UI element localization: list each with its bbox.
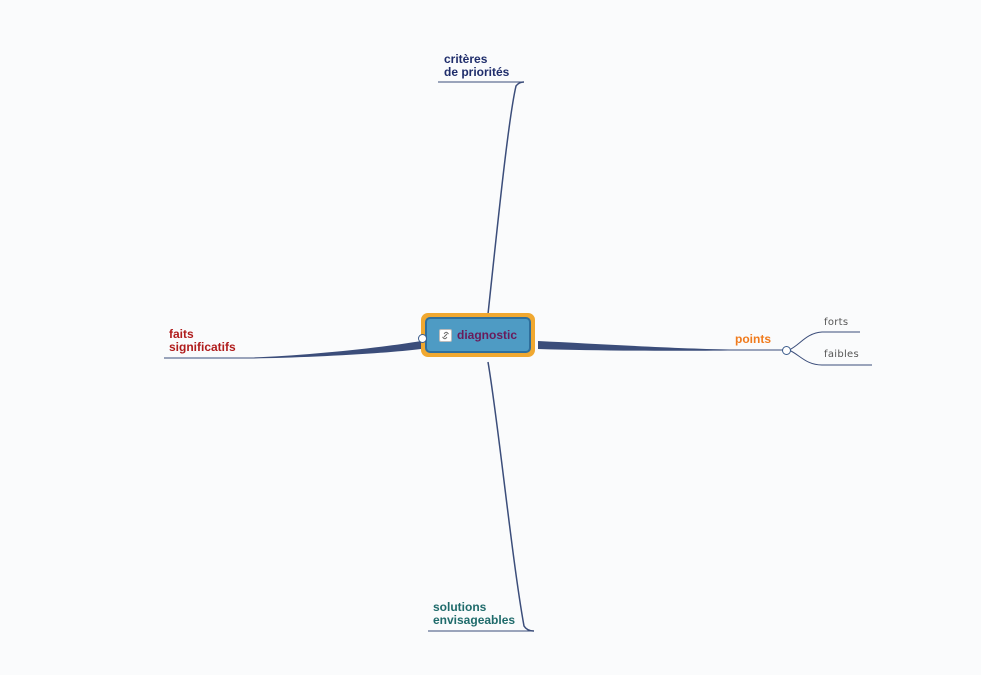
connector-forts [788, 331, 860, 351]
connector-right [538, 341, 735, 351]
branch-label-criteres[interactable]: critères de priorités [444, 52, 510, 79]
sub-label-faibles[interactable]: faibles [824, 349, 860, 360]
connector-left [250, 341, 421, 359]
collapse-left-toggle[interactable] [418, 334, 427, 343]
central-topic-title: diagnostic [456, 328, 517, 342]
link-icon[interactable] [438, 328, 452, 342]
central-topic[interactable]: diagnostic [421, 313, 535, 357]
connector-bottom [487, 361, 535, 632]
branch-label-faits[interactable]: faits significatifs [169, 327, 236, 354]
connector-top [487, 81, 525, 315]
sub-label-forts[interactable]: forts [824, 317, 849, 328]
central-topic-body: diagnostic [425, 317, 531, 353]
branch-label-solutions[interactable]: solutions envisageables [433, 600, 516, 627]
collapse-points-toggle[interactable] [782, 346, 791, 355]
branch-label-points[interactable]: points [735, 332, 771, 346]
connector-faibles [788, 349, 872, 366]
